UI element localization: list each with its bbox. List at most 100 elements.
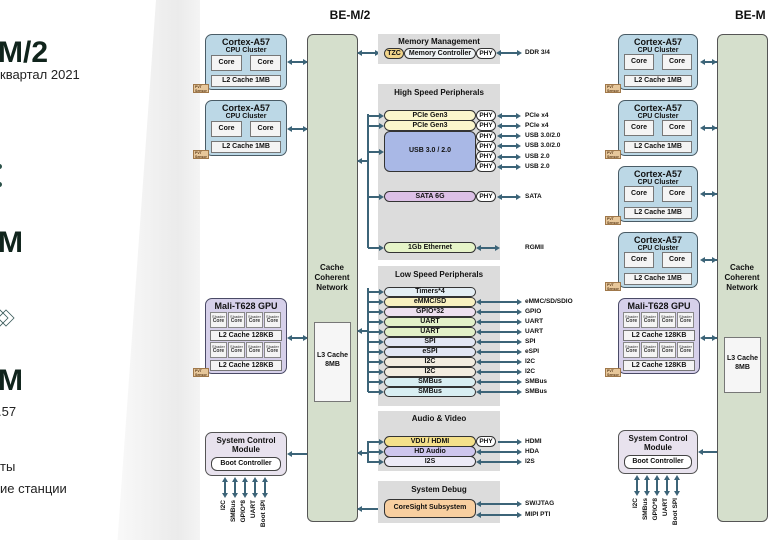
external-interface-label: SMBus	[525, 388, 548, 395]
gpu-l2-cache: L2 Cache 128KB	[623, 360, 695, 371]
arrow-right-icon	[517, 319, 522, 325]
scm-pin-label: UART	[250, 500, 257, 519]
arrow-right-icon	[516, 154, 521, 160]
ls-bus-stub	[368, 331, 381, 333]
arrow-right-icon	[379, 123, 384, 129]
ccn-debug-link	[358, 508, 380, 510]
external-interface-label: USB 3.0/2.0	[525, 142, 561, 149]
ls-bus-stub	[368, 301, 381, 303]
low-speed-block: I2C	[384, 357, 476, 367]
gpu-title: Mali-T628 GPU	[214, 301, 278, 311]
usb-block: USB 3.0 / 2.0	[384, 131, 476, 172]
external-interface-label: I2C	[525, 368, 536, 375]
slide-heading-2: M	[0, 226, 23, 259]
hs-bus-stub	[368, 115, 381, 117]
ext-line	[478, 381, 518, 383]
ext-line	[478, 247, 498, 249]
cpu-ccn-link	[702, 127, 717, 129]
arrow-left-icon	[287, 451, 292, 457]
external-interface-label: HDMI	[525, 438, 542, 445]
external-interface-label: I2C	[525, 358, 536, 365]
arrow-right-icon	[516, 113, 521, 119]
arrow-left-icon	[497, 164, 502, 170]
bullet-dot-icon	[0, 182, 2, 187]
ext-line	[478, 514, 518, 516]
ls-bus-stub	[368, 341, 381, 343]
arrow-right-icon	[379, 319, 384, 325]
arrow-right-icon	[379, 389, 384, 395]
hs-bus-stub	[368, 151, 381, 153]
ext-line	[480, 451, 520, 453]
cpu-core: Core	[624, 120, 654, 136]
ext-line	[499, 196, 519, 198]
cache-coherent-network-right: Cache Coherent Network L3 Cache 8MB	[717, 34, 768, 522]
pvt-sensor: PVT Sensor	[605, 282, 621, 291]
cpu-core: Core	[624, 252, 654, 268]
shader-core-label: Core	[625, 348, 638, 354]
phy-block: PHY	[476, 161, 496, 172]
ls-bus-stub	[368, 361, 381, 363]
arrow-right-icon	[712, 125, 717, 131]
shader-label: Shader	[661, 344, 674, 349]
scm-pin-line	[244, 481, 246, 495]
arrow-right-icon	[379, 359, 384, 365]
external-interface-label: UART	[525, 328, 544, 335]
sata-block: SATA 6G	[384, 191, 476, 202]
arrow-right-icon	[379, 339, 384, 345]
arrow-right-icon	[303, 59, 308, 65]
arrow-down-icon	[252, 493, 258, 498]
scm-pin-label: Boot SPI	[260, 500, 267, 528]
shader-core-label: Core	[643, 348, 656, 354]
hs-bus-stub	[368, 247, 381, 249]
external-interface-label: PCIe x4	[525, 112, 549, 119]
diagram-title-right: BE-M	[735, 8, 766, 22]
shader-label: Shader	[212, 314, 225, 319]
cpu-cluster-title: Cortex-A57	[633, 103, 682, 113]
scm-pin-label: SMBus	[642, 498, 649, 521]
coresight-block: CoreSight Subsystem	[384, 499, 476, 518]
cpu-cluster-title: Cortex-A57	[633, 169, 682, 179]
ls-bus-stub	[368, 371, 381, 373]
shader-label: Shader	[643, 314, 656, 319]
arrow-right-icon	[516, 164, 521, 170]
arrow-right-icon	[712, 191, 717, 197]
arrow-right-icon	[517, 449, 522, 455]
slide-bullet: ты	[0, 459, 16, 474]
arrow-right-icon	[517, 459, 522, 465]
cpu-cluster-title: Cortex-A57	[221, 37, 270, 47]
external-interface-label: DDR 3/4	[525, 49, 550, 56]
cpu-ccn-link	[702, 61, 717, 63]
hs-bus-stub	[368, 125, 381, 127]
scm-pin-label: Boot SPI	[672, 498, 679, 526]
arrow-right-icon	[379, 113, 384, 119]
phy-block: PHY	[476, 436, 496, 447]
arrow-right-icon	[303, 126, 308, 132]
shader-label: Shader	[266, 344, 279, 349]
shader-label: Shader	[679, 344, 692, 349]
external-interface-label: RGMII	[525, 244, 544, 251]
scm-title: System Control Module	[628, 434, 688, 452]
cpu-core: Core	[624, 186, 654, 202]
external-interface-label: eMMC/SD/SDIO	[525, 298, 573, 305]
diagram-title: BE-M/2	[329, 8, 371, 22]
ext-line	[478, 361, 518, 363]
arrow-left-icon	[287, 59, 292, 65]
panel-title: System Debug	[411, 485, 467, 494]
arrow-right-icon	[379, 379, 384, 385]
cpu-cluster-title: Cortex-A57	[633, 235, 682, 245]
cpu-core: Core	[662, 252, 692, 268]
scm-title: System Control Module	[216, 436, 276, 454]
ext-line	[499, 135, 519, 137]
arrow-left-icon	[287, 126, 292, 132]
boot-controller: Boot Controller	[211, 457, 281, 471]
ext-line	[478, 341, 518, 343]
arrow-right-icon	[379, 149, 384, 155]
scm-pin-line	[646, 479, 648, 493]
pvt-sensor: PVT Sensor	[193, 150, 209, 159]
slide-heading-3: M	[0, 364, 23, 397]
